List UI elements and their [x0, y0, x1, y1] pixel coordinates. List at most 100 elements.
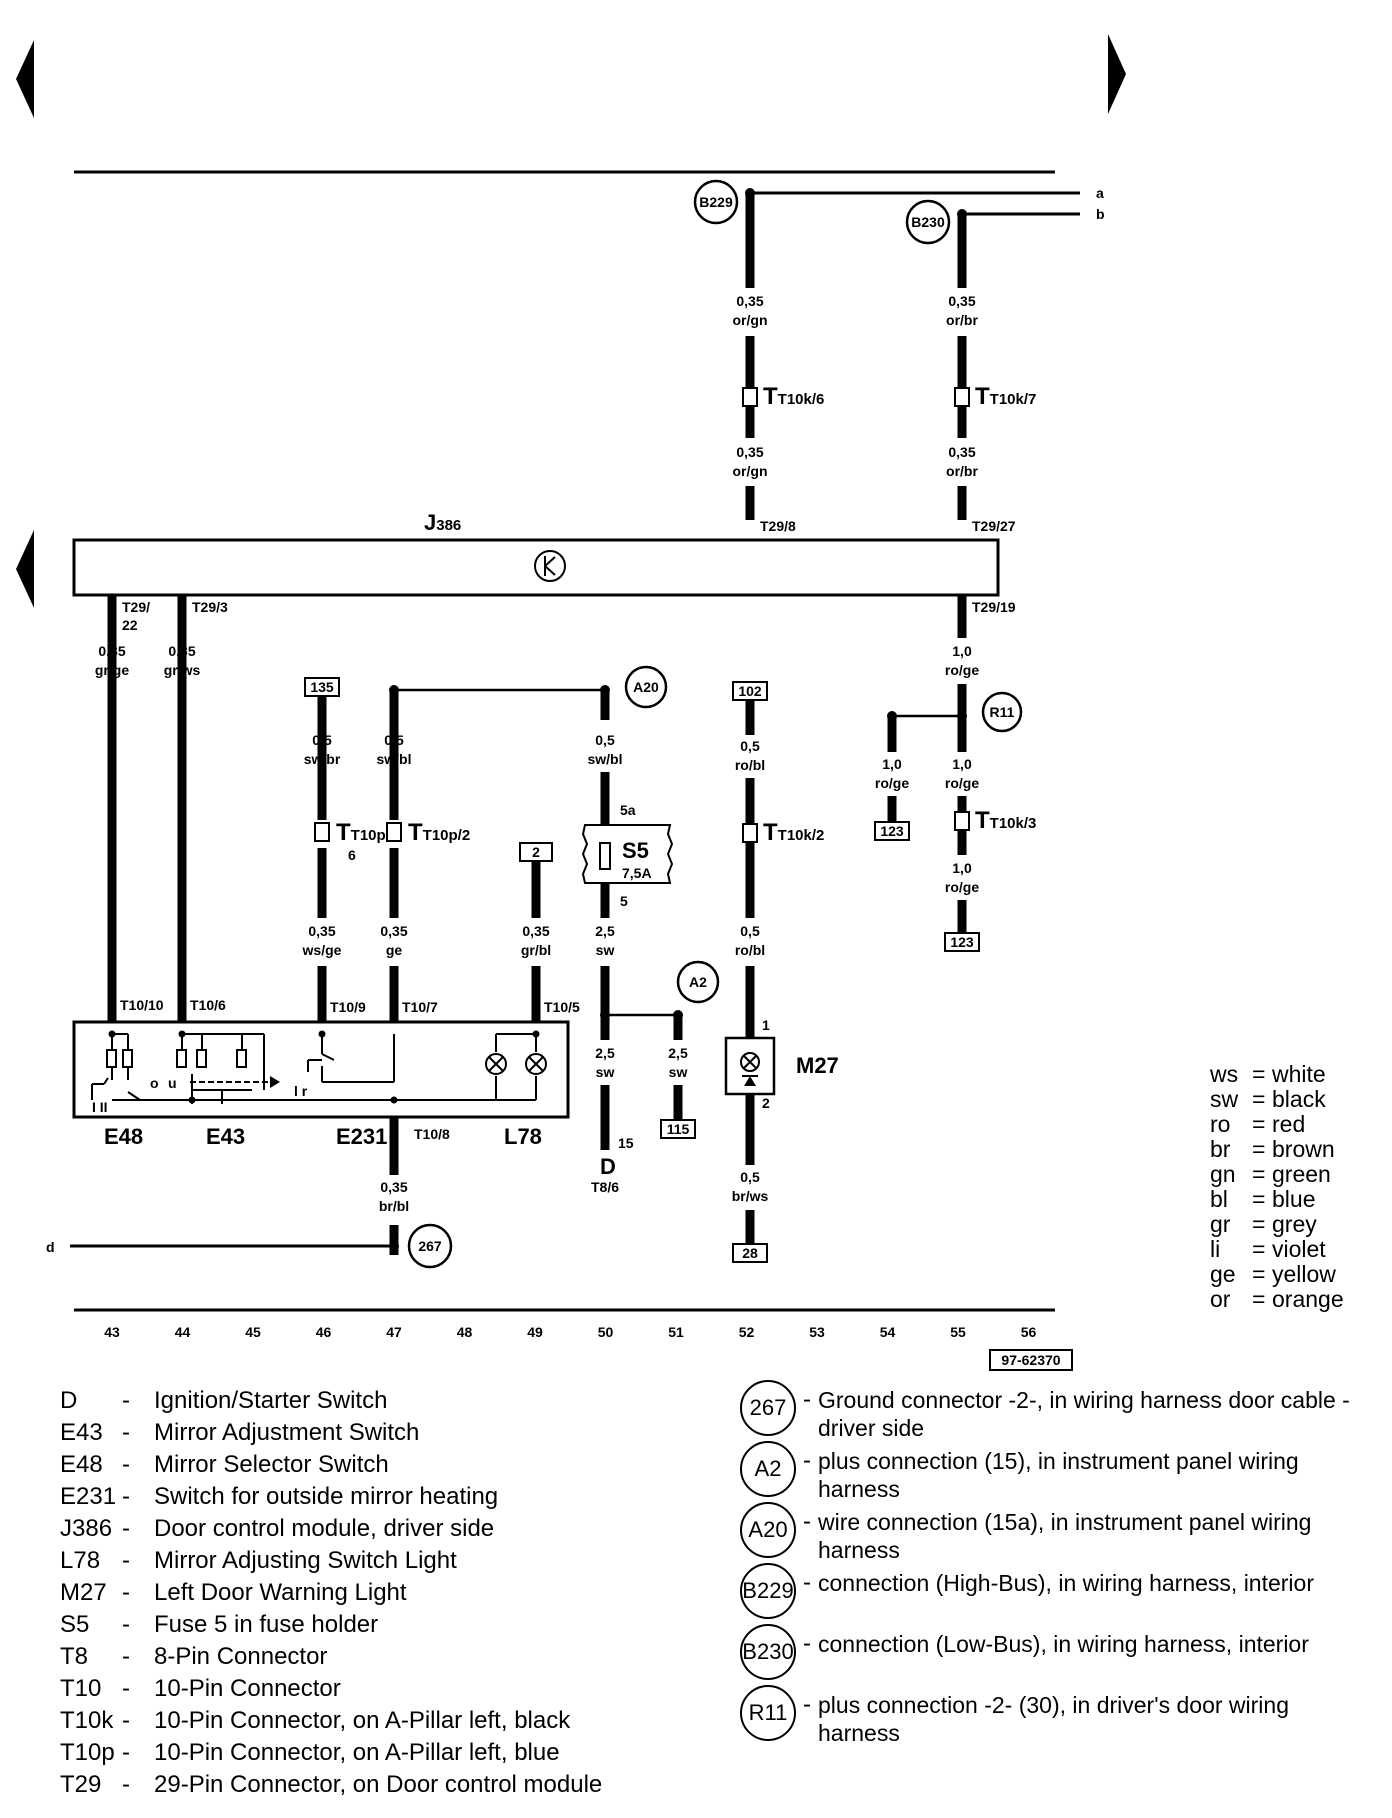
w52a-color: ro/bl [735, 757, 765, 773]
bus-b-label: b [1096, 206, 1105, 222]
e231-label: E231 [336, 1124, 387, 1149]
w46b-size: 0,35 [308, 923, 335, 939]
w50c-color: sw [596, 1064, 615, 1080]
connector-circle-icon: A20 [740, 1502, 796, 1558]
connector-legend-text: Ground connector -2-, in wiring harness … [818, 1387, 1350, 1441]
connector-legend-item: 267-Ground connector -2-, in wiring harn… [740, 1380, 1380, 1441]
t29-8-label: T29/8 [760, 518, 796, 534]
g267-label: 267 [418, 1238, 442, 1254]
color-code-row: gn=green [1210, 1162, 1380, 1187]
w1-top-size: 0,35 [736, 293, 763, 309]
equals-sign: = [1252, 1261, 1266, 1287]
w46b-color: ws/ge [302, 942, 342, 958]
grid-number: 44 [175, 1324, 191, 1340]
w44-size: 0,35 [168, 643, 195, 659]
legend-dash: - [122, 1419, 130, 1446]
b229-connector-icon [693, 179, 739, 225]
color-abbr: or [1210, 1286, 1231, 1312]
connector-legend-text: wire connection (15a), in instrument pan… [818, 1509, 1312, 1563]
t10-6-label: T10/6 [190, 997, 226, 1013]
t10-9-label: T10/9 [330, 999, 366, 1015]
e43-pos-o: o [150, 1075, 159, 1091]
a2-label: A2 [689, 974, 707, 990]
nav-left-arrow-mid-icon[interactable] [16, 530, 34, 608]
nav-left-arrow-icon[interactable] [16, 40, 34, 118]
color-abbr: bl [1210, 1186, 1228, 1212]
w55c-size: 1,0 [952, 860, 972, 876]
color-code-row: sw=black [1210, 1087, 1380, 1112]
ref-115-box[interactable] [660, 1119, 696, 1139]
connector-circle-icon: B230 [740, 1624, 796, 1680]
legend-item: T10-10-Pin Connector [60, 1673, 680, 1705]
switch-housing [72, 1020, 570, 1119]
color-abbr: sw [1210, 1086, 1239, 1112]
legend-dash: - [122, 1451, 130, 1478]
t10-5-label: T10/5 [544, 999, 580, 1015]
legend-code: T10p [60, 1739, 115, 1766]
connector-legend-item: A2-plus connection (15), in instrument p… [740, 1441, 1380, 1502]
w49-color: gr/bl [521, 942, 551, 958]
e48-positions: I II [92, 1099, 108, 1115]
color-abbr: ro [1210, 1111, 1231, 1137]
m27-pin-1: 1 [762, 1017, 770, 1033]
figure-code: 97-62370 [1001, 1352, 1060, 1368]
legend-dash: - [122, 1515, 130, 1542]
t29-3-label: T29/3 [192, 599, 228, 615]
connector-legend-item: B229-connection (High-Bus), in wiring ha… [740, 1563, 1380, 1624]
ref-28-box[interactable] [732, 1243, 768, 1263]
color-name: orange [1272, 1286, 1344, 1312]
connector-legend: 267-Ground connector -2-, in wiring harn… [740, 1380, 1380, 1746]
w47b-color: ge [386, 942, 403, 958]
w51-size: 2,5 [668, 1045, 688, 1061]
w1-bot-size: 0,35 [736, 444, 763, 460]
legend-dash: - [122, 1579, 130, 1606]
ref-123a-box[interactable] [874, 821, 910, 841]
t29-22-label: T29/ [122, 599, 150, 615]
w55b-color: ro/ge [945, 775, 979, 791]
e43-label: E43 [206, 1124, 245, 1149]
color-name: green [1272, 1161, 1331, 1187]
legend-code: E231 [60, 1483, 117, 1510]
color-abbr: ge [1210, 1261, 1236, 1287]
w50a-size: 0,5 [595, 732, 615, 748]
color-code-row: ro=red [1210, 1112, 1380, 1137]
legend-item: T8-8-Pin Connector [60, 1641, 680, 1673]
t29-22b-label: 22 [122, 617, 138, 633]
w2-bot-size: 0,35 [948, 444, 975, 460]
color-abbr: li [1210, 1236, 1221, 1262]
r11-label: R11 [990, 704, 1015, 720]
w47c-size: 0,35 [380, 1179, 407, 1195]
w52b-color: ro/bl [735, 942, 765, 958]
a20-connector-icon [624, 665, 668, 709]
legend-item: M27-Left Door Warning Light [60, 1577, 680, 1609]
nav-right-arrow-icon[interactable] [1108, 34, 1126, 114]
grid-number: 47 [386, 1324, 402, 1340]
ref-123a-label: 123 [880, 823, 904, 839]
color-name: white [1272, 1061, 1326, 1087]
w52b-size: 0,5 [740, 923, 760, 939]
grid-number: 51 [668, 1324, 684, 1340]
w55a-size: 1,0 [952, 643, 972, 659]
w1-bot-color: or/gn [733, 463, 768, 479]
t10p6-b-label: 6 [348, 847, 356, 863]
legend-dash: - [122, 1707, 130, 1734]
grid-number: 53 [809, 1324, 825, 1340]
b230-connector-icon [905, 199, 951, 245]
t29-19-label: T29/19 [972, 599, 1016, 615]
ref-123b-box[interactable] [944, 932, 980, 952]
t10k2-label: TT10k/2 [763, 819, 824, 846]
legend-code: T8 [60, 1643, 89, 1670]
legend-text: Mirror Selector Switch [154, 1451, 389, 1478]
equals-sign: = [1252, 1211, 1266, 1237]
grid-number: 56 [1021, 1324, 1037, 1340]
legend-dash: - [803, 1386, 811, 1413]
equals-sign: = [1252, 1236, 1266, 1262]
legend-item: T10k-10-Pin Connector, on A-Pillar left,… [60, 1705, 680, 1737]
connector-legend-item: B230-connection (Low-Bus), in wiring har… [740, 1624, 1380, 1685]
color-abbr: gn [1210, 1161, 1236, 1187]
legend-item: L78-Mirror Adjusting Switch Light [60, 1545, 680, 1577]
color-code-row: gr=grey [1210, 1212, 1380, 1237]
e48-label: E48 [104, 1124, 143, 1149]
